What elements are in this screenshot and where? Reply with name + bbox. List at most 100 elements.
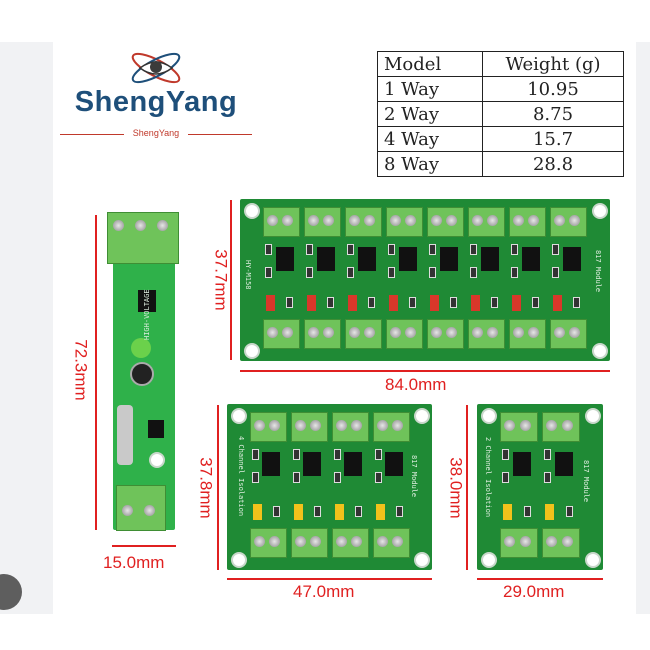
smd-component [272, 506, 280, 517]
smd-component [552, 267, 559, 278]
optocoupler-chip [262, 452, 280, 476]
mount-hole [585, 408, 601, 424]
weight-cell: 10.95 [482, 76, 624, 102]
smd-component [532, 297, 539, 308]
screw-icon [546, 536, 557, 547]
silk-label: 4 Channel Isolation [237, 436, 245, 517]
smd-component [251, 472, 259, 483]
screw-icon [309, 420, 321, 431]
jumper [334, 504, 344, 520]
terminal-block [345, 207, 382, 237]
smd-component [395, 506, 403, 517]
capacitor-icon [130, 362, 154, 386]
smd-component [327, 297, 334, 308]
divider [60, 134, 124, 135]
eye-logo-icon [131, 52, 181, 84]
screw-icon [323, 215, 334, 226]
screw-icon [446, 215, 457, 226]
optocoupler-chip [555, 452, 573, 476]
silk-label: 817 Module [594, 250, 602, 293]
screw-icon [122, 505, 133, 516]
screw-icon [391, 420, 403, 431]
screw-icon [135, 220, 146, 231]
jumper [503, 504, 512, 520]
screw-icon [267, 327, 278, 338]
screw-icon [405, 215, 416, 226]
screw-icon [546, 420, 557, 431]
screw-icon [350, 536, 362, 547]
terminal-block [427, 319, 464, 349]
silk-label: 817 Module [410, 455, 418, 498]
carousel-nav-button[interactable] [0, 574, 22, 610]
screw-icon [513, 327, 524, 338]
screw-icon [520, 420, 531, 431]
terminal-block [345, 319, 382, 349]
optocoupler-chip [303, 452, 321, 476]
smd-component [286, 297, 293, 308]
jumper [252, 504, 262, 520]
height-dimension: 38.0mm [446, 457, 466, 519]
jumper [553, 295, 562, 311]
screw-icon [554, 327, 565, 338]
screw-icon [487, 215, 498, 226]
optocoupler-chip [344, 452, 362, 476]
screw-icon [309, 536, 321, 547]
smd-component [368, 297, 375, 308]
smd-component [544, 449, 551, 460]
smd-component [524, 506, 531, 517]
screw-icon [282, 215, 293, 226]
smd-component [429, 267, 436, 278]
mount-hole [592, 203, 608, 219]
smd-component [409, 297, 416, 308]
weight-cell: 8.75 [482, 101, 624, 127]
smd-component [306, 244, 313, 255]
smd-component [374, 449, 382, 460]
table-row: 1 Way 10.95 [377, 76, 624, 102]
jumper [389, 295, 398, 311]
screw-icon [294, 536, 306, 547]
header-model: Model [377, 51, 483, 77]
screw-icon [376, 420, 388, 431]
mount-hole [414, 552, 430, 568]
mount-hole [414, 408, 430, 424]
mount-hole [585, 552, 601, 568]
smd-component [502, 449, 509, 460]
silk-label: HIGH-VOLTAGE [143, 289, 151, 340]
optocoupler-chip [439, 247, 458, 271]
mount-hole [481, 408, 497, 424]
smd-component [552, 244, 559, 255]
screw-icon [376, 536, 388, 547]
mount-hole [244, 343, 260, 359]
weight-cell: 15.7 [482, 126, 624, 152]
screw-icon [472, 215, 483, 226]
dimension-arrow [466, 405, 468, 570]
mount-hole [244, 203, 260, 219]
smd-component [292, 472, 300, 483]
smd-component [511, 267, 518, 278]
jumper [430, 295, 439, 311]
optocoupler-chip [385, 452, 403, 476]
screw-icon [504, 420, 515, 431]
model-cell: 4 Way [377, 126, 483, 152]
screw-icon [487, 327, 498, 338]
jumper [375, 504, 385, 520]
led-icon [131, 338, 151, 358]
mount-hole [231, 552, 247, 568]
mount-hole [592, 343, 608, 359]
pcb-board [240, 199, 610, 361]
smd-component [470, 267, 477, 278]
screw-icon [504, 536, 515, 547]
screw-icon [569, 327, 580, 338]
jumper [348, 295, 357, 311]
smd-component [502, 472, 509, 483]
screw-icon [562, 420, 573, 431]
screw-icon [294, 420, 306, 431]
smd-component [265, 267, 272, 278]
screw-icon [569, 215, 580, 226]
screw-icon [268, 420, 280, 431]
screw-icon [391, 536, 403, 547]
jumper [266, 295, 275, 311]
screw-icon [364, 215, 375, 226]
mount-hole [149, 452, 165, 468]
smd-component [566, 506, 573, 517]
